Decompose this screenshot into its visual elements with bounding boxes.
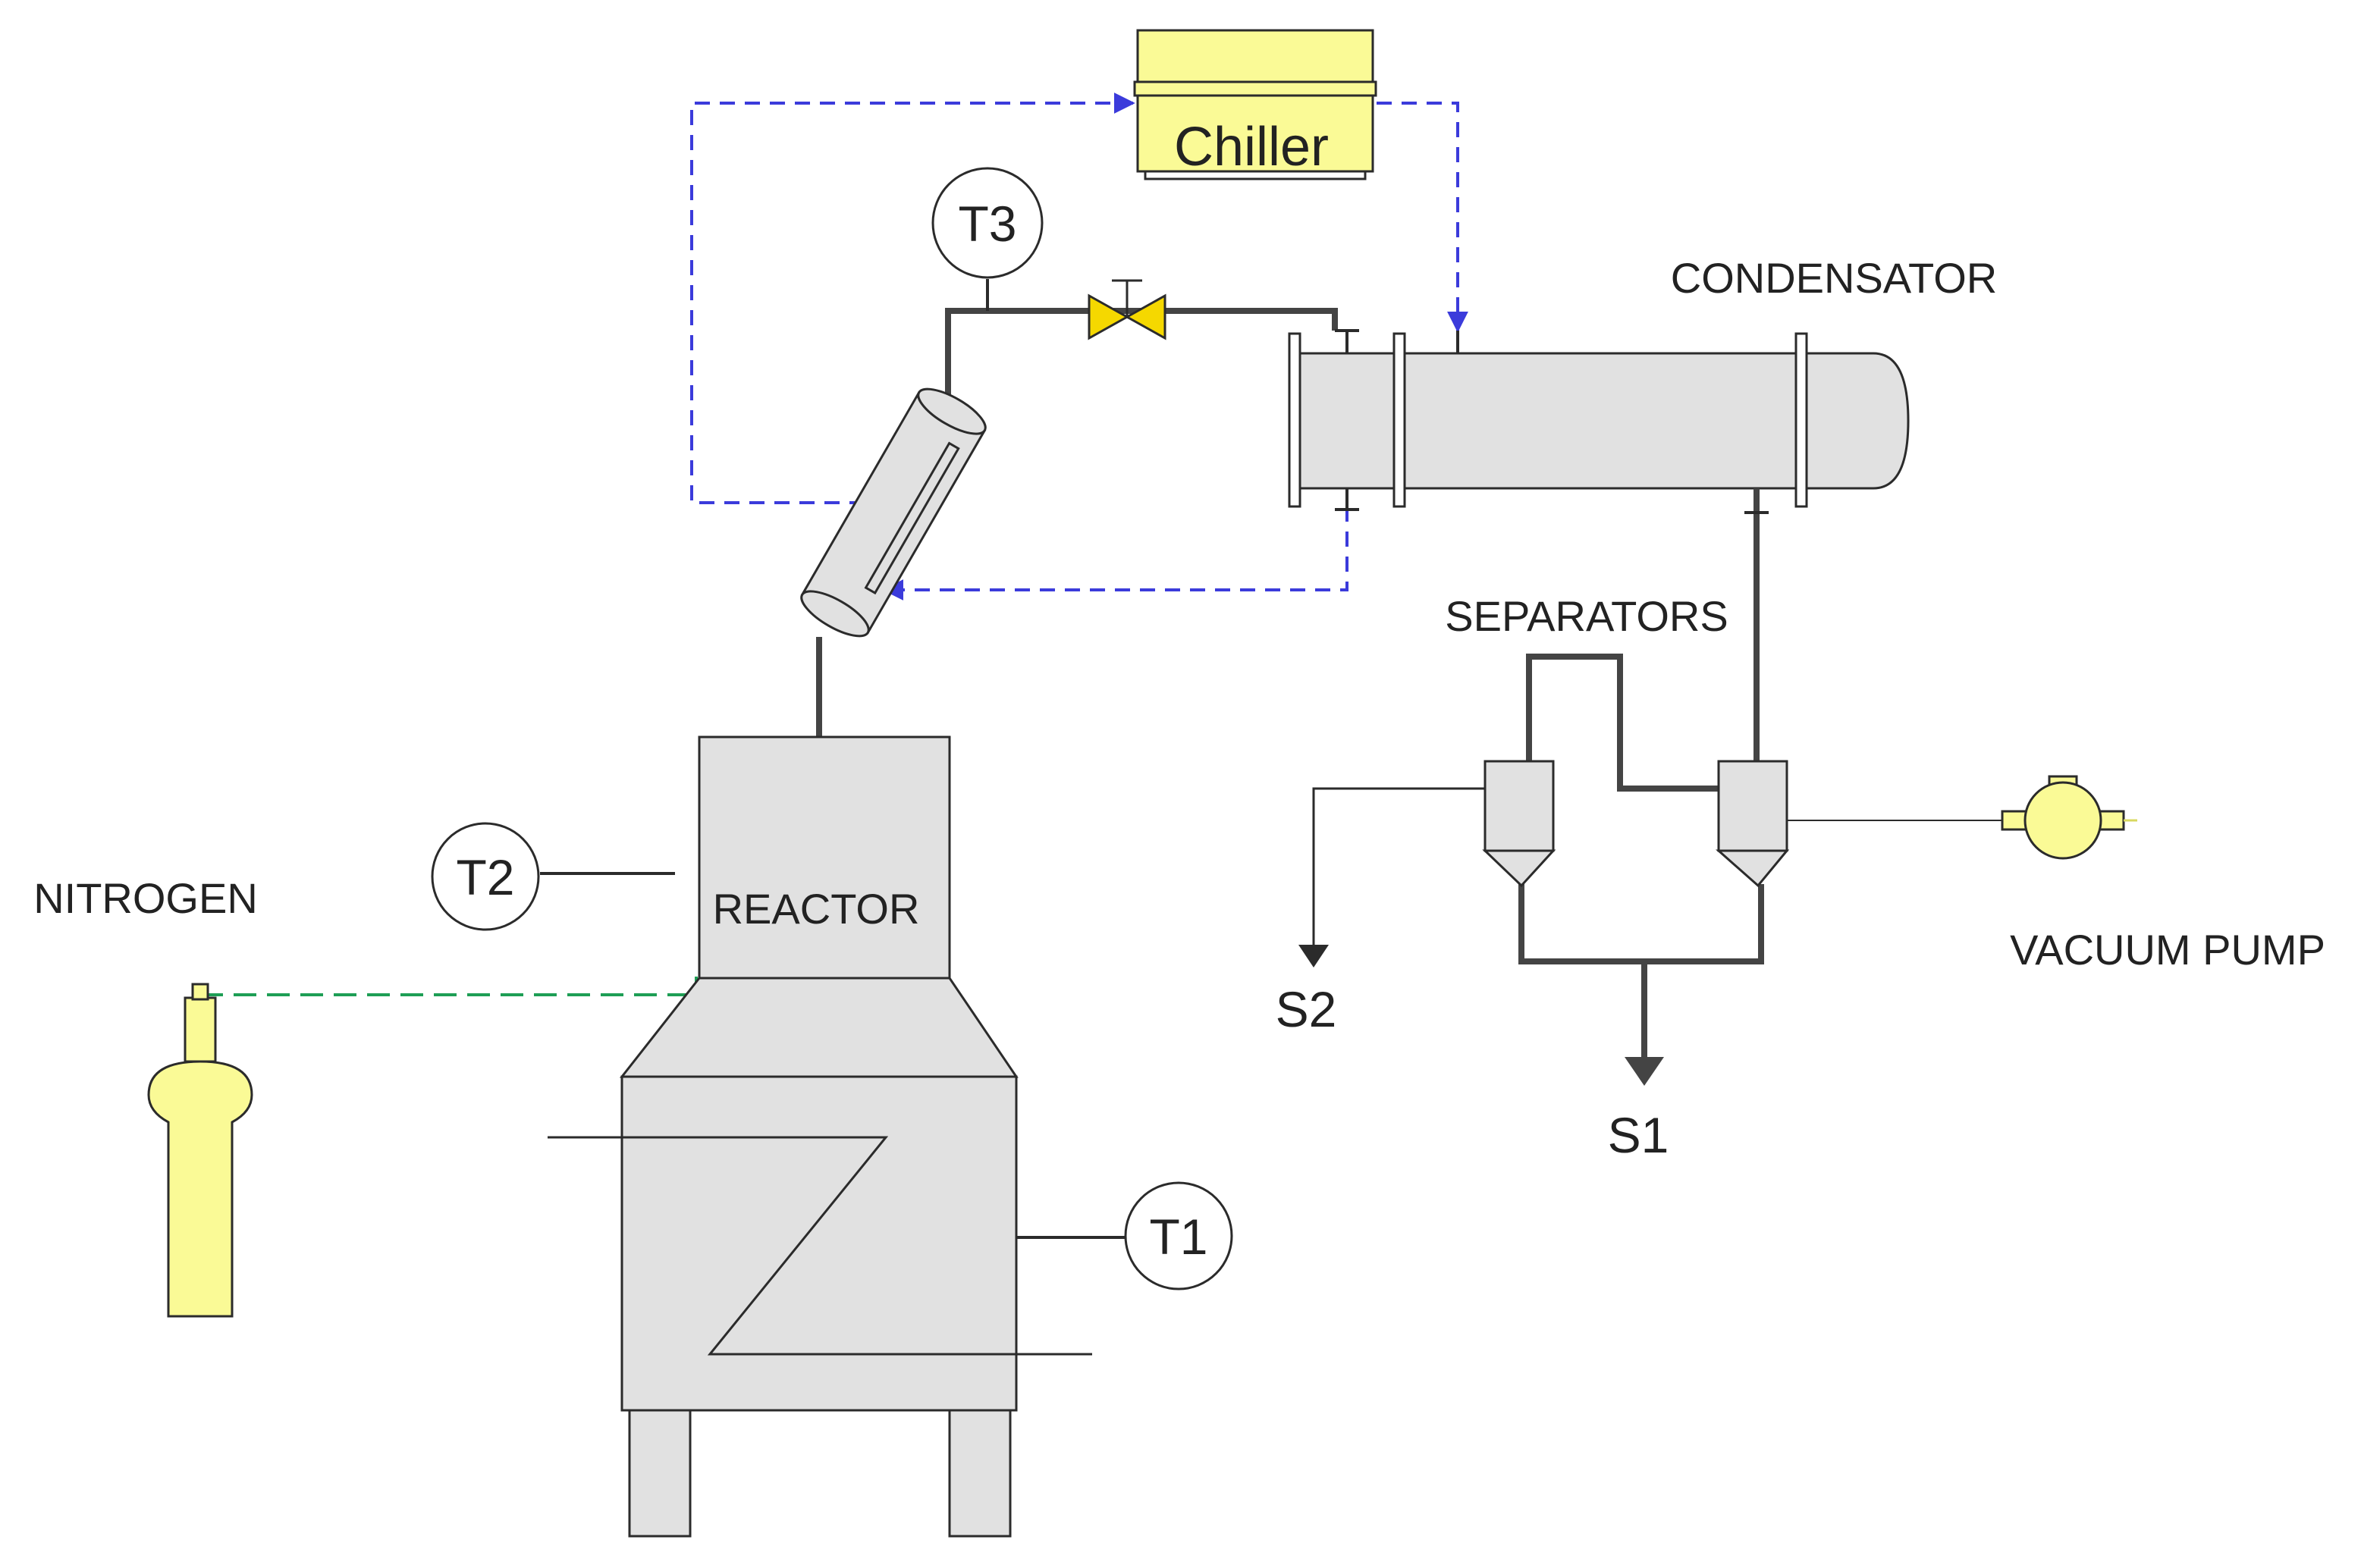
chiller-label: Chiller <box>1174 117 1329 177</box>
condensator-label: CONDENSATOR <box>1671 254 1997 302</box>
nitrogen-line <box>200 977 698 996</box>
heating-coil <box>548 1136 1092 1356</box>
chiller[interactable]: Chiller <box>1133 29 1377 180</box>
t3-gauge[interactable]: T3 <box>931 167 1044 311</box>
valve-icon[interactable] <box>1088 279 1166 340</box>
coolant-chiller-to-condenser-line <box>1377 102 1468 333</box>
s1-label: S1 <box>1608 1107 1669 1163</box>
inclined-column[interactable] <box>796 381 992 644</box>
t1-label: T1 <box>1149 1209 1207 1265</box>
separator-right[interactable] <box>1716 760 1790 888</box>
t3-label: T3 <box>958 196 1016 252</box>
coolant-lines <box>690 93 1468 601</box>
arrow-down-icon <box>1298 945 1329 967</box>
nitrogen-cylinder-icon[interactable] <box>147 983 253 1318</box>
t1-gauge[interactable]: T1 <box>1016 1181 1233 1290</box>
condensator[interactable]: CONDENSATOR <box>1288 254 1997 511</box>
reactor[interactable]: REACTOR <box>548 735 1092 1538</box>
separator-left[interactable] <box>1482 760 1556 888</box>
arrow-down-icon <box>1625 1057 1664 1086</box>
vacuum-pump-label: VACUUM PUMP <box>2010 926 2325 974</box>
s2-label: S2 <box>1276 981 1337 1037</box>
coolant-supply-line <box>690 93 1135 504</box>
separator-pipes <box>1518 654 1764 1058</box>
separators-label: SEPARATORS <box>1445 592 1728 640</box>
reactor-label: REACTOR <box>713 885 920 933</box>
vacuum-pump-icon[interactable] <box>2001 775 2137 860</box>
s2-outlet <box>1298 787 1485 967</box>
coolant-condenser-to-column-line <box>882 506 1348 601</box>
t2-label: T2 <box>456 849 514 905</box>
t2-gauge[interactable]: T2 <box>431 822 675 931</box>
nitrogen-label: NITROGEN <box>33 874 258 922</box>
